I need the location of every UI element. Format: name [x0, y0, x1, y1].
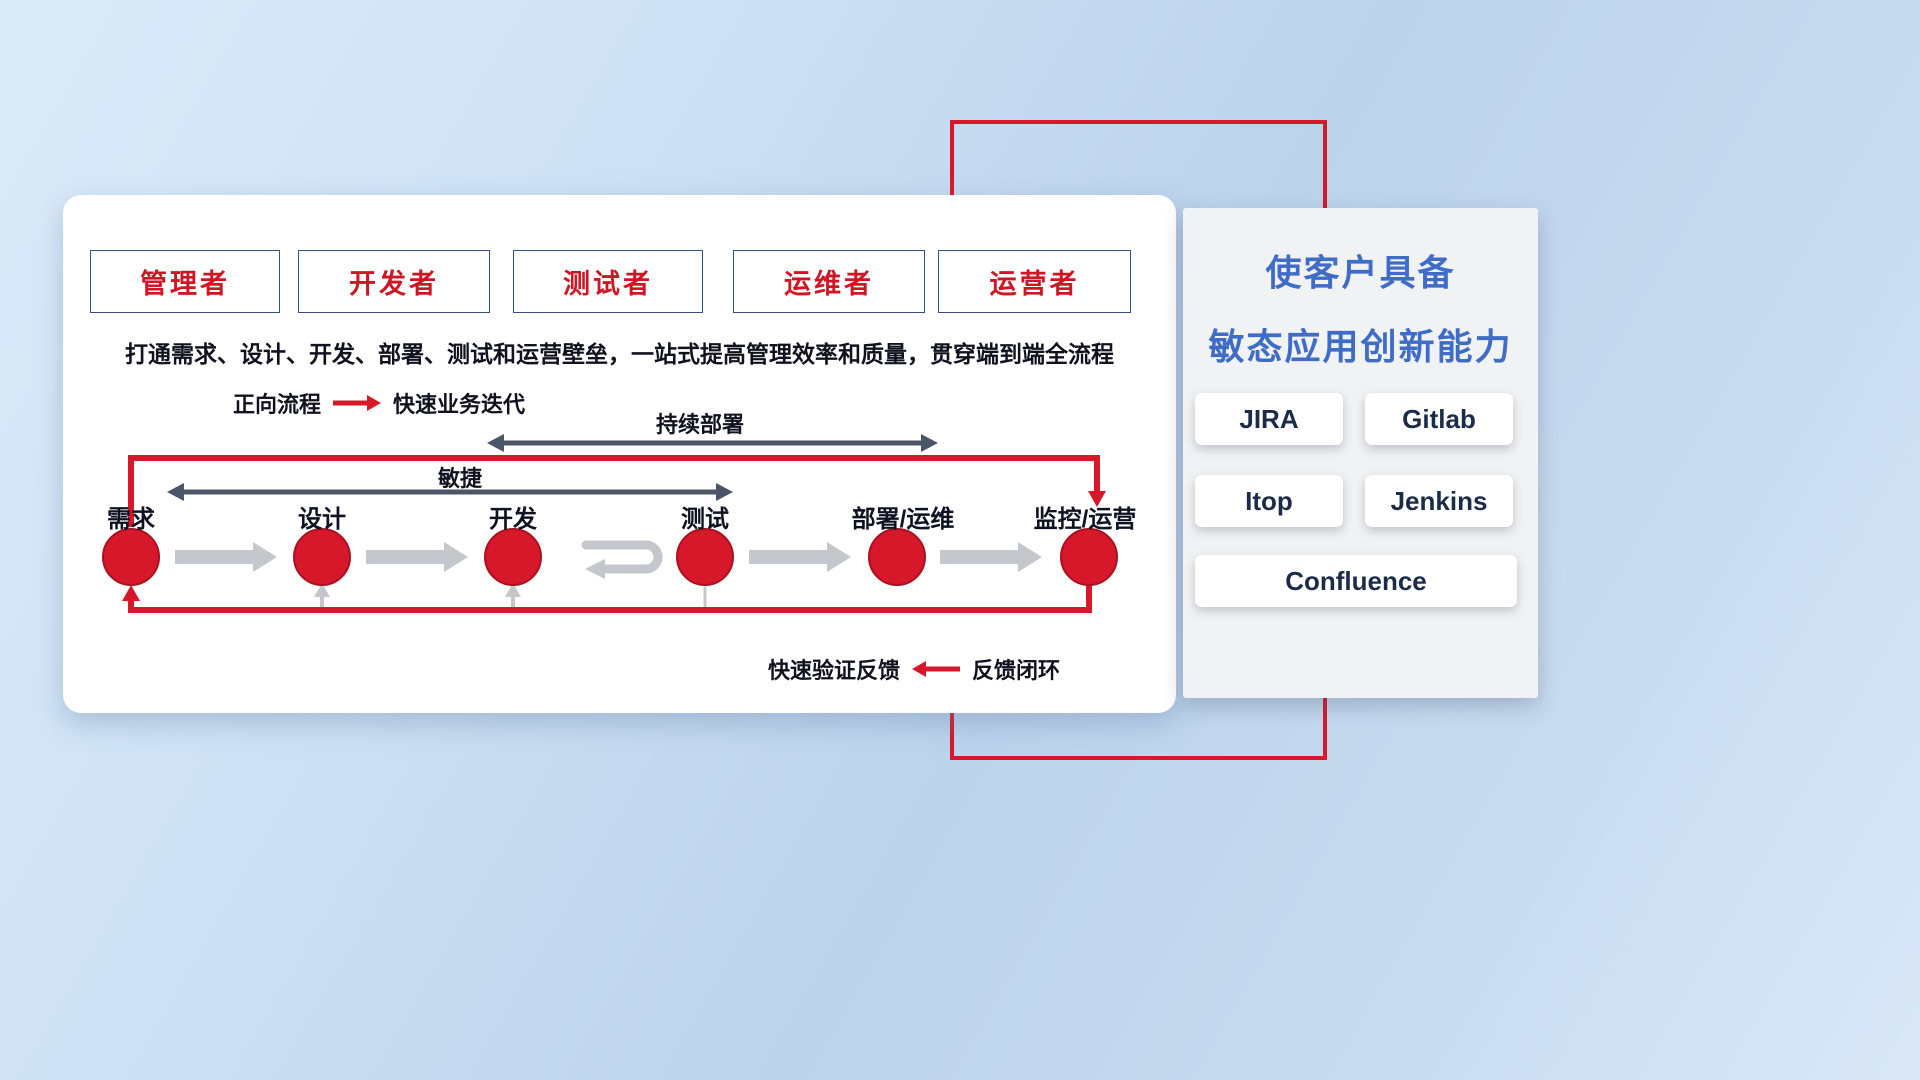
feedback-loop-line — [122, 585, 1092, 613]
stage-label-test: 测试 — [681, 506, 729, 533]
side-panel-title-line1: 使客户具备 — [1265, 252, 1456, 293]
role-label: 运营者 — [989, 269, 1080, 299]
legend-forward-value: 快速业务迭代 — [393, 392, 526, 417]
legend-forward-label: 正向流程 — [233, 392, 322, 417]
tool-badge-jira: JIRA — [1195, 393, 1343, 445]
legend-feedback-value: 反馈闭环 — [972, 658, 1061, 683]
stage-arrow-icon — [940, 542, 1042, 572]
stage-label-develop: 开发 — [489, 506, 537, 533]
test-feedback-stems — [314, 583, 707, 610]
continuous-deploy-range-arrow — [487, 434, 938, 452]
tool-badge-confluence: Confluence — [1195, 555, 1517, 607]
stage-label-monitor-ops: 监控/运营 — [1033, 506, 1137, 533]
capability-side-panel: 使客户具备 敏态应用创新能力 JIRA Gitlab Itop Jenkins … — [1183, 208, 1538, 698]
legend-feedback-loop: 快速验证反馈 反馈闭环 — [768, 653, 1060, 685]
legend-forward-flow: 正向流程 快速业务迭代 — [233, 387, 525, 419]
agile-range-arrow — [167, 483, 733, 501]
tool-badge-gitlab: Gitlab — [1365, 393, 1513, 445]
stage-circle — [676, 528, 734, 586]
tool-label: Gitlab — [1402, 403, 1476, 434]
role-label: 运维者 — [784, 269, 874, 299]
stage-circles — [102, 528, 1118, 586]
devops-flow-panel: 管理者 开发者 测试者 运维者 运营者 打通需求、设计、开发、部署、测试和运营壁… — [63, 195, 1176, 713]
role-box-developer: 开发者 — [298, 250, 490, 313]
tool-label: JIRA — [1239, 403, 1299, 434]
panel-description: 打通需求、设计、开发、部署、测试和运营壁垒，一站式提高管理效率和质量，贯穿端到端… — [125, 341, 1114, 367]
role-box-operator: 运营者 — [938, 250, 1131, 313]
agile-label: 敏捷 — [437, 466, 483, 491]
role-label: 开发者 — [349, 269, 439, 299]
tool-badge-jenkins: Jenkins — [1365, 475, 1513, 527]
stage-arrows — [175, 542, 1042, 572]
left-arrow-icon — [912, 661, 961, 677]
side-panel-title-line2: 敏态应用创新能力 — [1208, 326, 1513, 367]
role-box-tester: 测试者 — [513, 250, 703, 313]
tool-label: Confluence — [1285, 565, 1427, 596]
iteration-uturn-arrow-icon — [581, 540, 663, 579]
stage-circle — [102, 528, 160, 586]
stage-label-requirement: 需求 — [107, 506, 155, 533]
stage-circle — [484, 528, 542, 586]
stage-label-design: 设计 — [298, 506, 346, 533]
stage-circle — [293, 528, 351, 586]
stage-circle — [1060, 528, 1118, 586]
stage-label-deploy-ops: 部署/运维 — [851, 506, 955, 533]
tool-label: Jenkins — [1390, 485, 1488, 516]
forward-loop-line — [128, 455, 1106, 527]
role-label: 管理者 — [140, 269, 230, 299]
stage-arrow-icon — [175, 542, 277, 572]
tool-label: Itop — [1245, 485, 1293, 516]
stage-arrow-icon — [366, 542, 468, 572]
tool-badge-itop: Itop — [1195, 475, 1343, 527]
stage-arrow-icon — [749, 542, 851, 572]
continuous-deploy-label: 持续部署 — [655, 412, 745, 437]
role-box-manager: 管理者 — [90, 250, 280, 313]
stage-circle — [868, 528, 926, 586]
flow-diagram — [102, 434, 1118, 613]
role-box-ops: 运维者 — [733, 250, 925, 313]
legend-feedback-label: 快速验证反馈 — [768, 658, 901, 683]
role-label: 测试者 — [563, 269, 653, 299]
right-arrow-icon — [333, 395, 382, 411]
